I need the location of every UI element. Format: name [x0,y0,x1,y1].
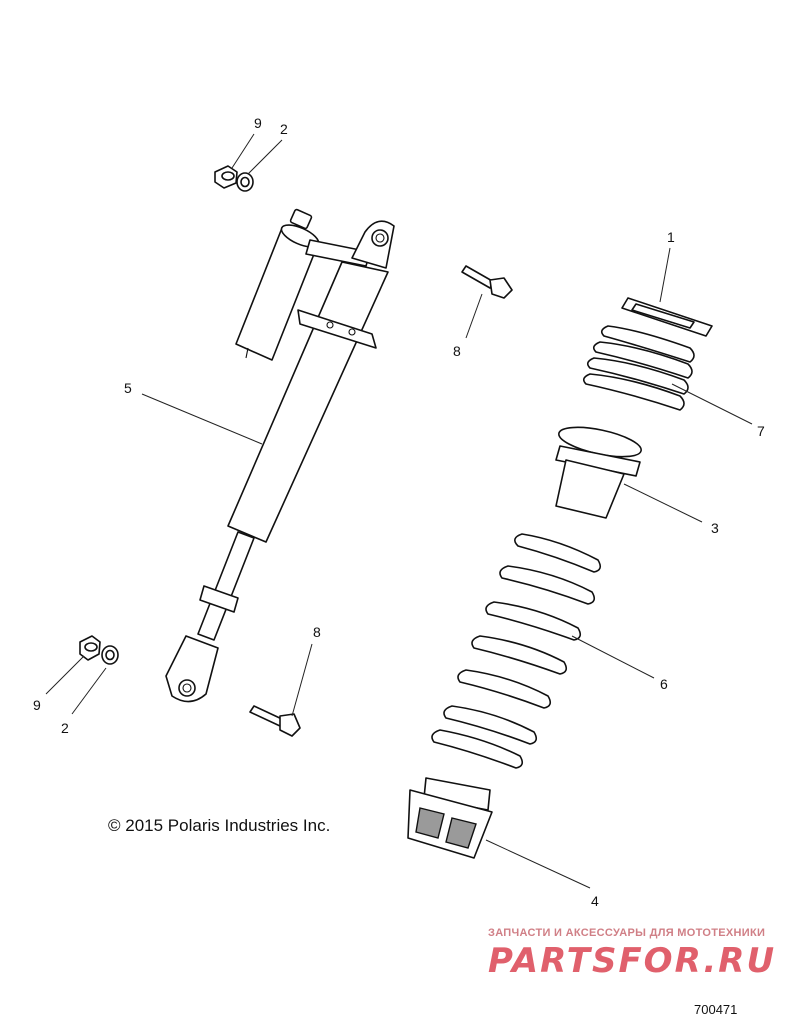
spring-adapter-3 [555,426,642,519]
leader-6 [571,635,655,679]
leader-8-top [465,293,483,339]
watermark-tagline: ЗАПЧАСТИ И АКСЕССУАРЫ ДЛЯ МОТОТЕХНИКИ [488,927,766,939]
leader-8-mid [291,643,313,717]
callout-8-top: 8 [453,343,461,359]
callout-5: 5 [124,380,132,396]
helper-spring-7 [582,325,695,411]
callout-9-bottom: 9 [33,697,41,713]
bolt-8-mid [249,705,301,737]
leader-9-bottom [45,655,85,695]
callout-4: 4 [591,893,599,909]
leader-5 [141,393,263,445]
callout-labels: 9 2 1 8 5 7 3 6 8 9 2 4 [33,115,765,909]
callout-3: 3 [711,520,719,536]
bolt-8-top [461,265,513,299]
copyright-notice: © 2015 Polaris Industries Inc. [108,816,331,835]
callout-9-top: 9 [254,115,262,131]
main-spring-6 [431,533,602,769]
leader-2-top [247,139,283,175]
leader-7 [671,383,753,425]
shock-absorber-5 [165,208,395,703]
leader-4 [485,839,591,889]
watermark: ЗАПЧАСТИ И АКСЕССУАРЫ ДЛЯ МОТОТЕХНИКИ PA… [488,927,788,981]
washer-2-bottom [101,645,119,665]
callout-1: 1 [667,229,675,245]
spring-seat-4 [407,777,493,859]
callout-7: 7 [757,423,765,439]
figure-number: 700471 [694,1002,738,1017]
callout-2-bottom: 2 [61,720,69,736]
leader-2-bottom [71,667,107,715]
callout-8-mid: 8 [313,624,321,640]
leader-3 [623,483,703,523]
leader-1 [659,247,671,303]
nut-9-top [214,165,238,189]
leader-9-top [231,133,255,169]
callout-6: 6 [660,676,668,692]
nut-9-bottom [79,635,101,661]
leader-lines [45,133,753,889]
callout-2-top: 2 [280,121,288,137]
spring-retainer-1 [621,297,713,337]
washer-2-top [236,172,254,192]
watermark-logo: PARTSFOR.RU [488,941,777,981]
